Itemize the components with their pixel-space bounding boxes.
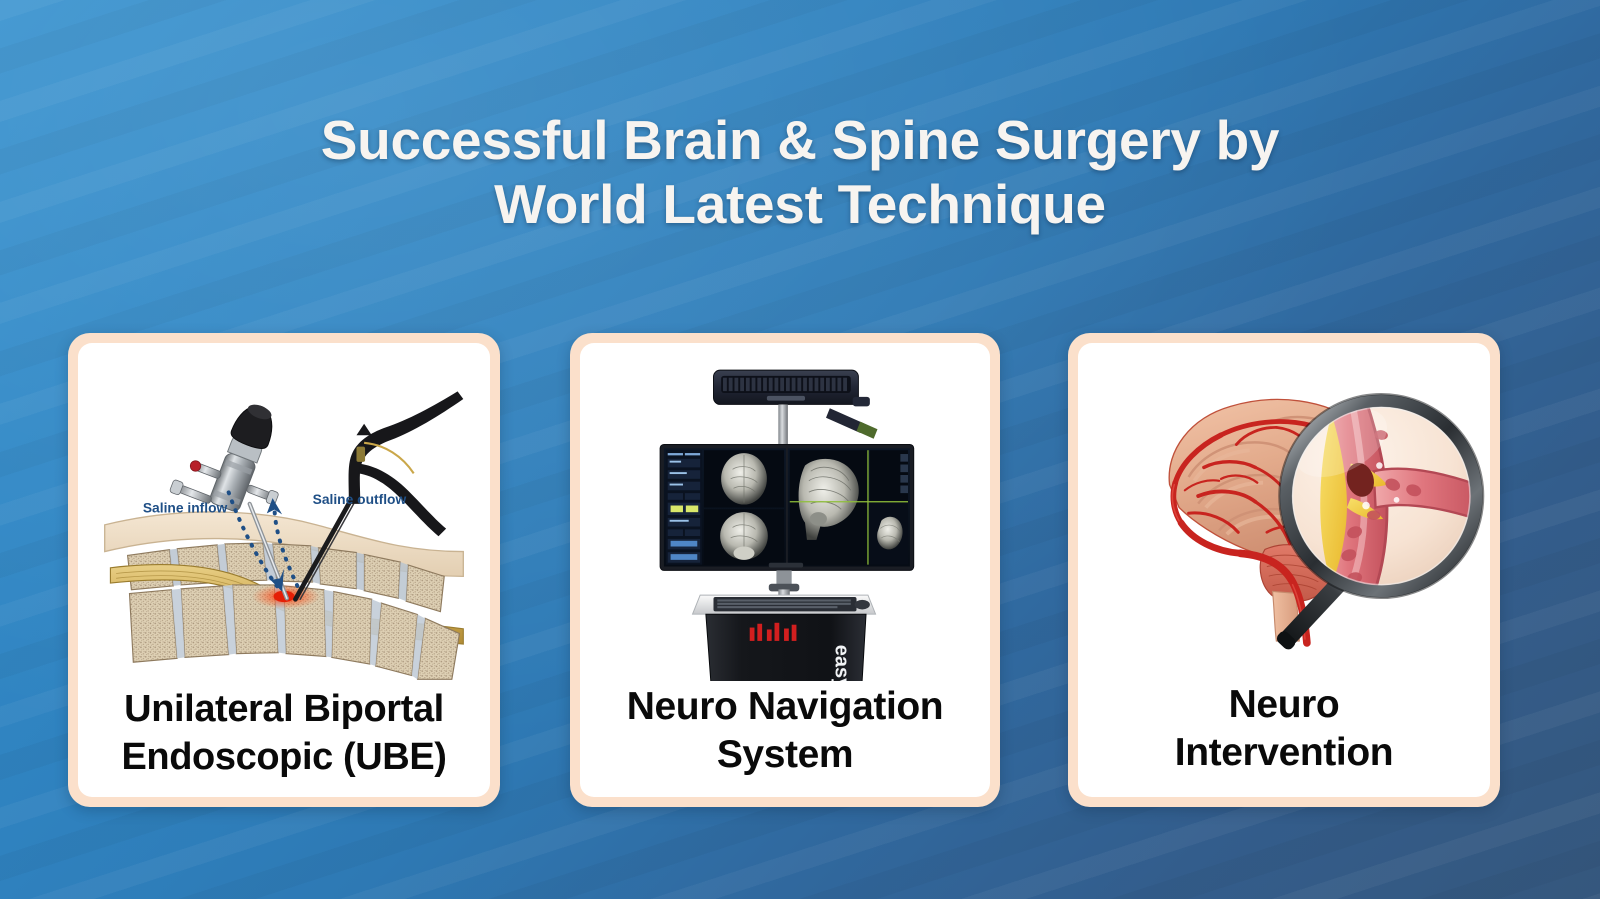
saline-inflow-label: Saline inflow [143,499,228,515]
device-brand-label: easyNav [831,645,853,681]
saline-outflow-label: Saline outflow [313,491,407,507]
page-title-line-1: Successful Brain & Spine Surgery by [320,109,1280,171]
card-title-neuro-navigation: Neuro Navigation System [580,683,990,779]
card-unilateral-biportal-endoscopic[interactable]: Saline inflow Saline outflow Unilateral … [68,333,500,807]
page-title-line-2: World Latest Technique [494,173,1106,235]
card-face: Neuro Intervention [1078,343,1490,797]
navigation-cart-with-dual-monitors-photo: easyNav [580,351,990,681]
card-title-ube: Unilateral Biportal Endoscopic (UBE) [78,685,490,781]
card-neuro-navigation-system[interactable]: easyNav Neuro Navigation System [570,333,1000,807]
card-title-line-1: Unilateral Biportal [124,688,444,730]
card-title-line-2: Endoscopic (UBE) [121,736,447,778]
card-title-line-2: Intervention [1174,731,1394,774]
card-face: easyNav Neuro Navigation System [580,343,990,797]
brain-with-magnifier-showing-artery-plaque-illustration [1078,365,1490,670]
card-title-line-1: Neuro Navigation [626,685,944,728]
card-neuro-intervention[interactable]: Neuro Intervention [1068,333,1500,807]
spine-biportal-endoscopy-illustration: Saline inflow Saline outflow [78,357,490,687]
page-title: Successful Brain & Spine Surgery by Worl… [0,108,1600,236]
card-face: Saline inflow Saline outflow Unilateral … [78,343,490,797]
card-title-line-1: Neuro [1228,683,1340,726]
card-title-line-2: System [716,733,854,776]
card-title-neuro-intervention: Neuro Intervention [1078,681,1490,777]
